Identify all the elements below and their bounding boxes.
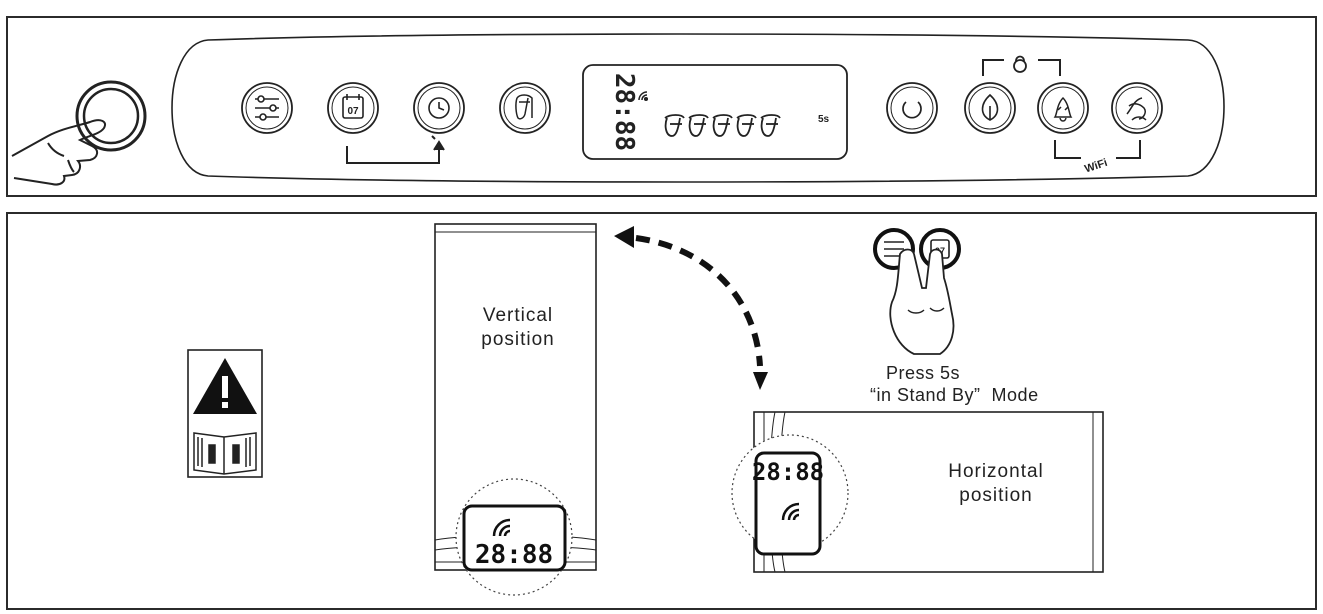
power-icon <box>902 101 922 119</box>
power-button[interactable] <box>886 82 938 134</box>
drying-button[interactable] <box>1111 82 1163 134</box>
horizontal-label-line2: position <box>959 485 1033 506</box>
clock-button[interactable] <box>413 82 465 134</box>
control-panel-drawing: 07 <box>11 33 1225 186</box>
warning-manual-box <box>187 349 263 478</box>
eco-leaf-icon <box>981 93 999 121</box>
vertical-display-time: 28:88 <box>475 540 553 570</box>
wifi-label: WiFi <box>1083 157 1109 176</box>
calendar-day-text: 07 <box>347 106 359 117</box>
horizontal-device: 28:88 <box>731 411 1104 573</box>
wifi-icon <box>638 91 649 102</box>
calendar-icon: 07 <box>342 94 364 119</box>
hold-time-label: 5s <box>818 114 830 125</box>
orientation-panel-frame: 28:88 07 28:88 <box>6 212 1317 610</box>
child-lock-bracket <box>982 55 1061 76</box>
vertical-label-line1: Vertical <box>482 305 554 326</box>
towel-button[interactable] <box>499 82 551 134</box>
settings-sliders-icon <box>255 95 279 121</box>
lock-icon <box>1013 55 1027 73</box>
instruction-line2: “in Stand By” Mode <box>870 385 1039 405</box>
calendar-button[interactable]: 07 <box>327 82 379 134</box>
towel-icon <box>515 94 533 120</box>
clock-icon <box>428 97 450 119</box>
wifi-icon <box>492 518 511 537</box>
rotate-arrow <box>614 226 768 390</box>
towel-level-icon <box>688 114 709 137</box>
bell-button[interactable] <box>1037 82 1089 134</box>
wifi-bracket <box>1054 140 1141 159</box>
calendar-clock-link-arrow <box>346 135 445 164</box>
horizontal-position-label: Horizontal position <box>926 460 1066 508</box>
hand-press-icon <box>11 80 147 186</box>
horizontal-display-time: 28:88 <box>752 458 824 486</box>
vertical-position-label: Vertical position <box>458 304 578 352</box>
instruction-line1: Press 5s <box>886 363 961 383</box>
drying-icon <box>1126 97 1147 121</box>
eco-button[interactable] <box>964 82 1016 134</box>
press-instruction: Press 5s “in Stand By” Mode <box>870 362 1130 406</box>
warning-icon <box>193 358 257 414</box>
control-strip <box>171 33 1225 183</box>
vertical-device: 28:88 <box>434 223 597 596</box>
bell-icon <box>1053 96 1073 122</box>
vertical-label-line2: position <box>481 329 555 350</box>
settings-button[interactable] <box>241 82 293 134</box>
towel-level-icon <box>760 114 781 137</box>
towel-level-icon <box>736 114 757 137</box>
horizontal-label-line1: Horizontal <box>948 461 1044 482</box>
towel-level-icons <box>664 114 781 137</box>
wifi-icon <box>781 502 800 521</box>
control-panel-frame: 07 <box>6 16 1317 197</box>
orientation-drawing: 28:88 07 28:88 <box>187 223 1104 596</box>
towel-level-icon <box>712 114 733 137</box>
two-finger-icon: 07 <box>873 228 961 355</box>
manual-book-icon <box>193 432 257 475</box>
lcd-display: 28:88 5s <box>582 64 848 160</box>
towel-level-icon <box>664 114 685 137</box>
lcd-time-text: 28:88 <box>609 73 639 151</box>
